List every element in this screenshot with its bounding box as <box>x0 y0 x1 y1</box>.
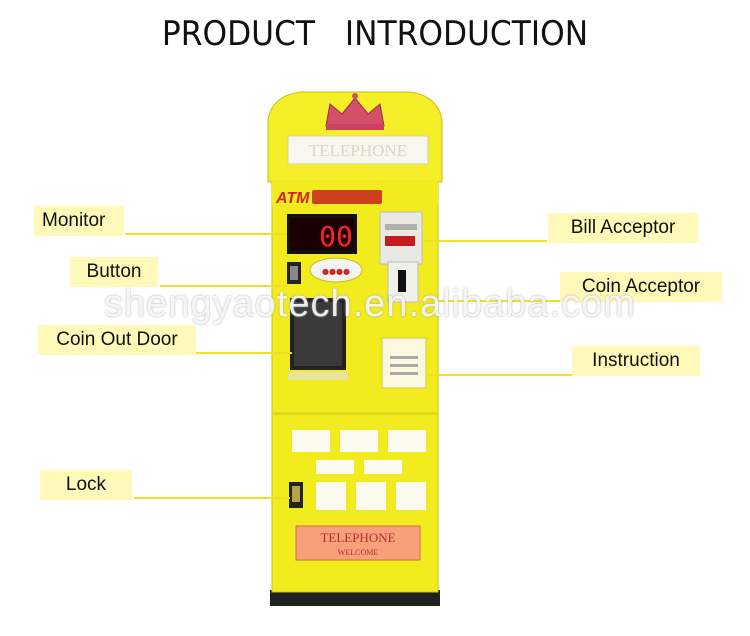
machine-base <box>270 590 440 606</box>
label-button: Button <box>70 257 158 287</box>
label-monitor: Monitor <box>34 206 124 236</box>
circle-badge <box>309 257 363 283</box>
bottom-sign-sub: WELCOME <box>338 548 379 557</box>
lower-window-grid <box>292 430 426 510</box>
label-lock: Lock <box>40 470 132 500</box>
leader-lock <box>134 497 290 499</box>
instruction-panel <box>381 337 427 389</box>
crown-emblem <box>325 93 385 130</box>
watermark-text: shengyaotech.en.alibaba.com <box>104 283 636 325</box>
label-coin-acceptor: Coin Acceptor <box>560 272 722 302</box>
svg-text:●●●●: ●●●● <box>322 267 350 276</box>
leader-coin <box>418 300 560 302</box>
door-caption <box>288 372 348 380</box>
label-coin-out-door: Coin Out Door <box>38 325 196 355</box>
label-bill-acceptor: Bill Acceptor <box>548 213 698 243</box>
leader-bill <box>422 240 547 242</box>
brand-text: ATM <box>275 190 310 207</box>
leader-instruction <box>426 374 572 376</box>
display-digits: 00 <box>319 220 353 253</box>
bottom-sign <box>295 525 421 561</box>
leader-monitor <box>125 233 287 235</box>
brand-cn-text <box>312 190 382 204</box>
bottom-sign-text: TELEPHONE <box>320 530 395 545</box>
leader-coin-out <box>196 352 292 354</box>
top-sign-text: TELEPHONE <box>309 141 407 160</box>
leader-button <box>160 285 290 287</box>
top-sign <box>287 135 429 165</box>
page-title: PRODUCT INTRODUCTION <box>161 14 589 54</box>
label-instruction: Instruction <box>572 346 700 376</box>
